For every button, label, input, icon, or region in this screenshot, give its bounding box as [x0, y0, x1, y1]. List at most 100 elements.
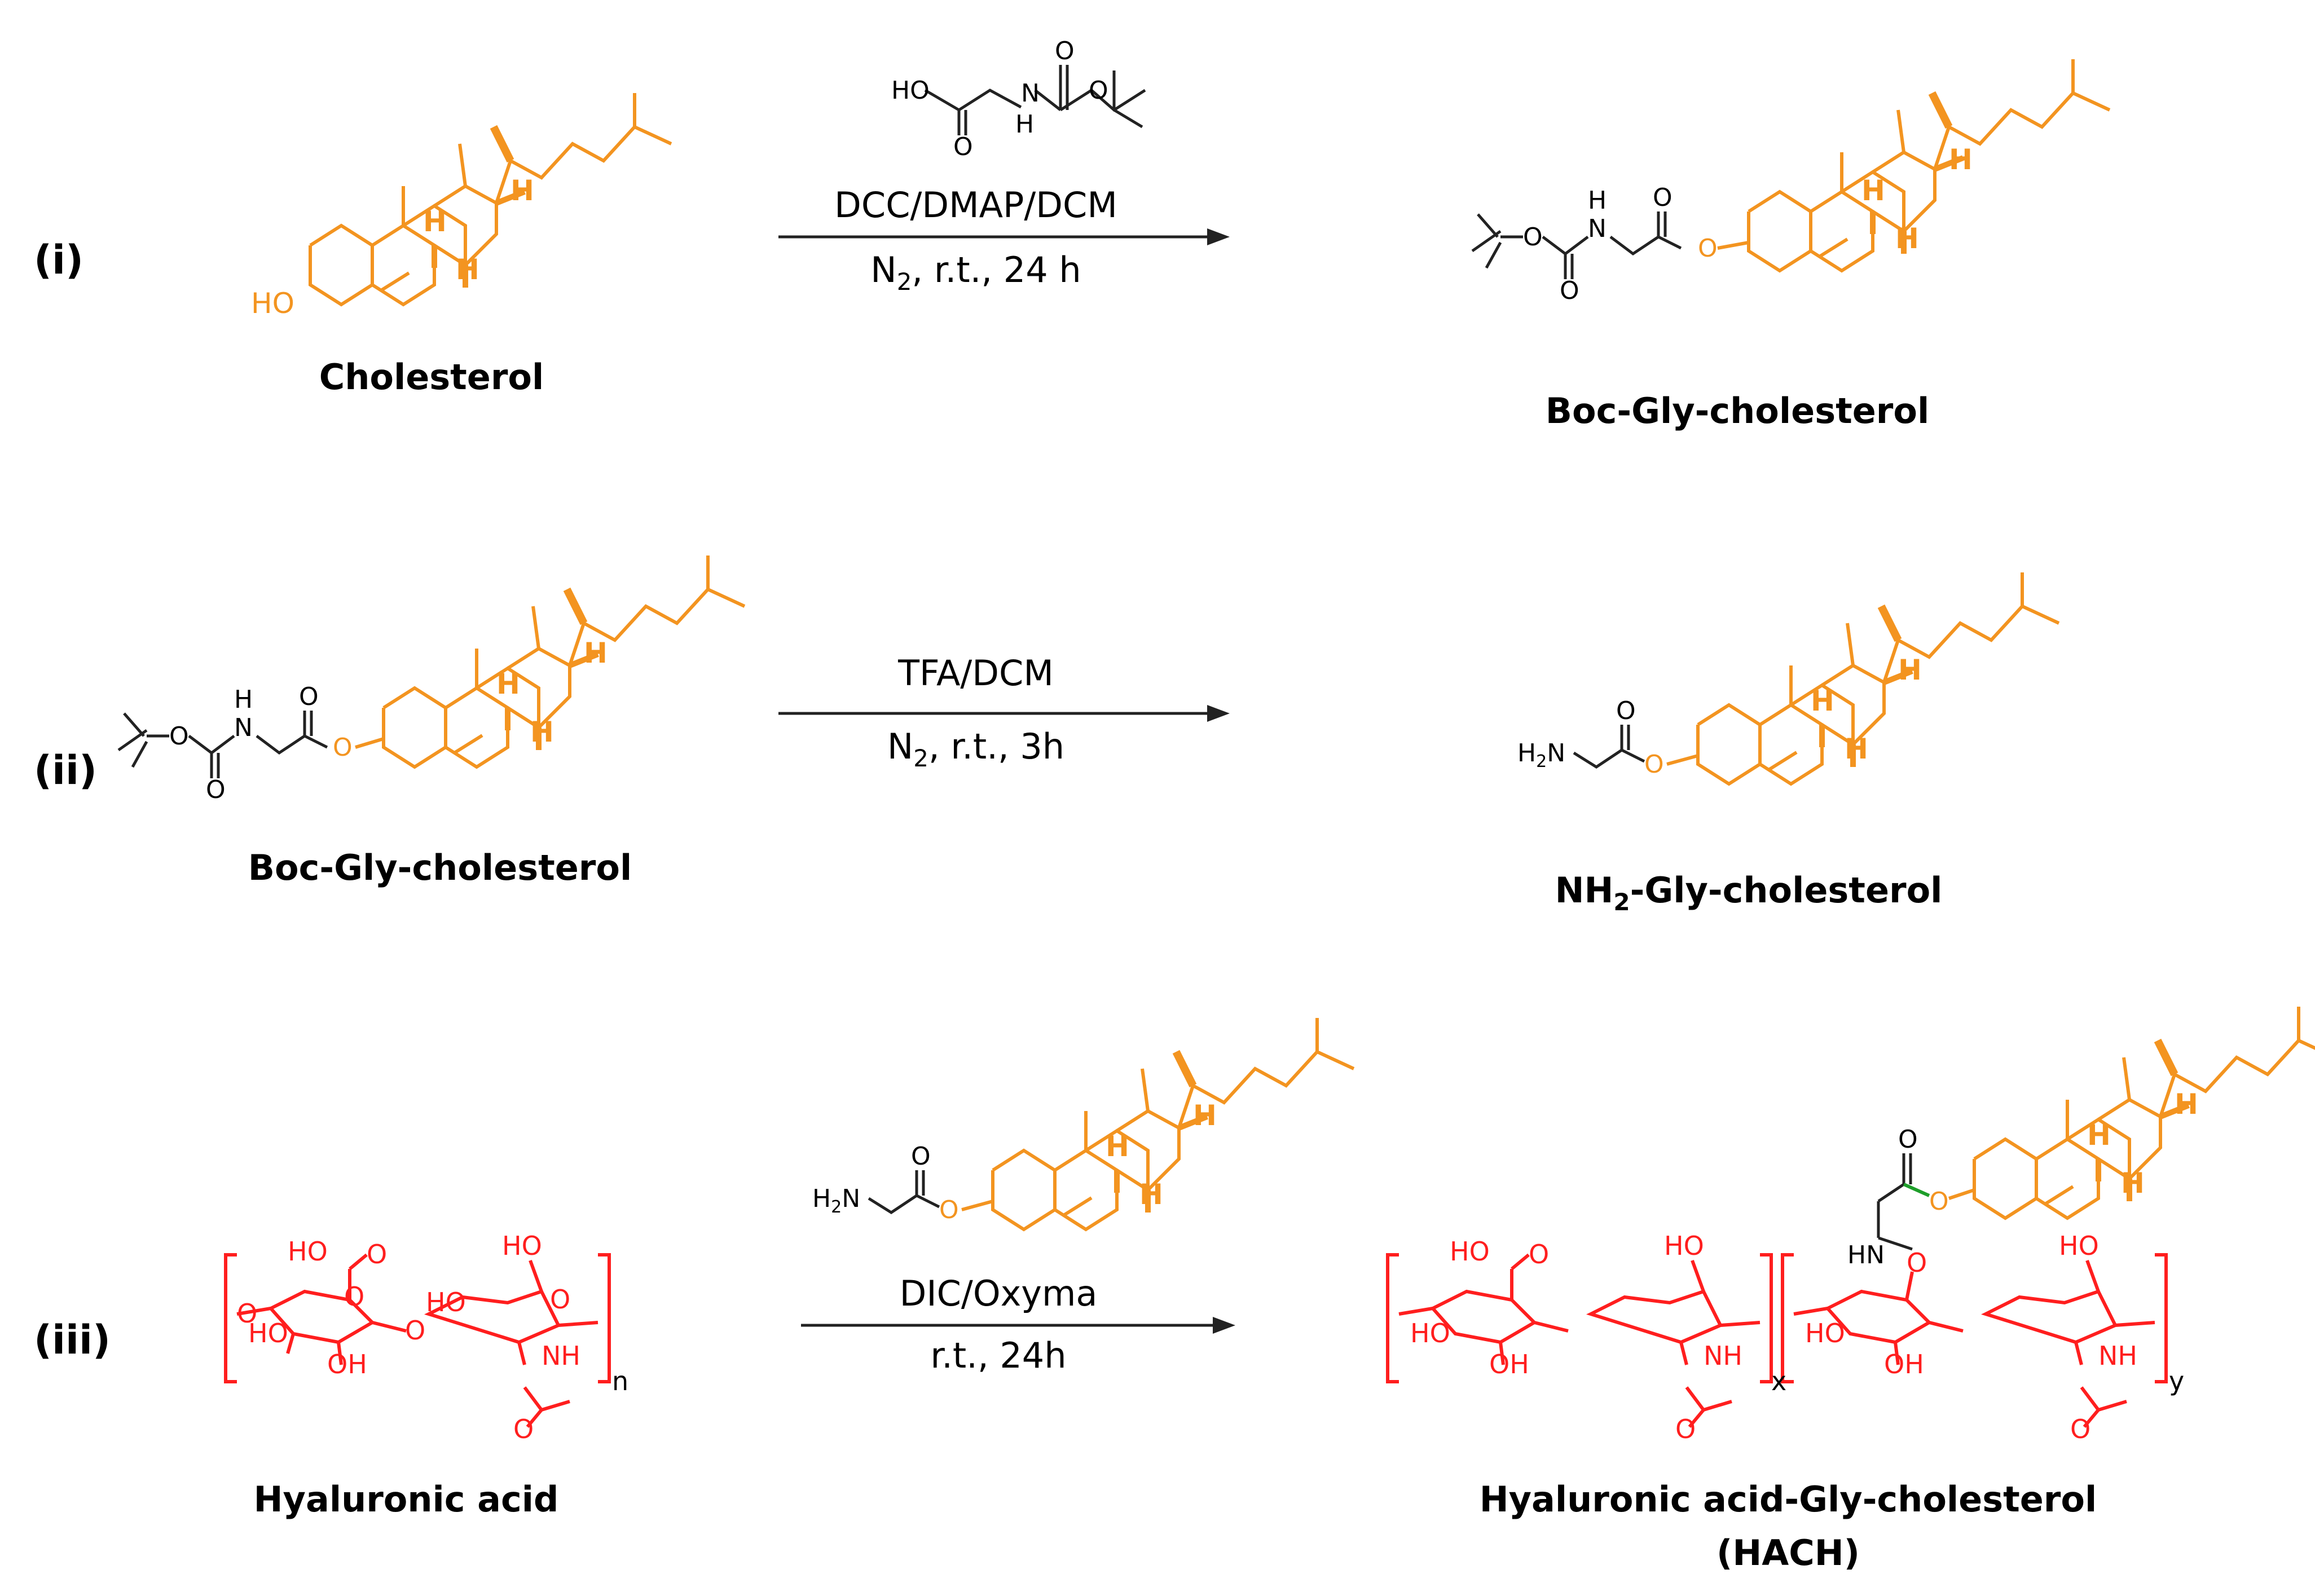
step-label-iii: (iii)	[34, 1317, 111, 1363]
atom-ho: HO	[248, 1318, 288, 1348]
atom-o: O	[1929, 1187, 1949, 1216]
atom-h: H	[510, 174, 534, 207]
boc-glycine-reagent	[924, 65, 1146, 135]
cholesterol-moiety-iii-reagent	[993, 1018, 1354, 1229]
cholesterol-moiety-ii-reactant	[384, 555, 745, 767]
ester-bond	[1717, 241, 1749, 250]
atom-o: O	[169, 722, 189, 751]
atom-h: H	[1949, 143, 1973, 176]
arrowhead-ii	[1207, 705, 1230, 722]
reagent-ii-line1: TFA/DCM	[897, 652, 1054, 694]
atom-o: O	[1675, 1414, 1696, 1444]
product-name-iii-line1: Hyaluronic acid-Gly-cholesterol	[1480, 1479, 2097, 1520]
nh2-gly-cholesterol-product	[1573, 725, 1645, 769]
atom-n: N	[234, 713, 253, 742]
atom-o: O	[953, 133, 973, 161]
atom-nh: NH	[1704, 1341, 1742, 1371]
atom-h: H	[530, 716, 554, 748]
atom-h: H	[1193, 1099, 1217, 1132]
reagent-ii-line2: N2, r.t., 3h	[887, 726, 1064, 772]
atom-o: O	[1089, 76, 1108, 105]
text-post: -Gly-cholesterol	[1630, 870, 1943, 911]
reagent-i-line2: N2, r.t., 24 h	[870, 249, 1081, 296]
atom-h: H	[1106, 1130, 1129, 1163]
atom-o: O	[1907, 1247, 1927, 1278]
atom-o: O	[1523, 223, 1543, 252]
atom-ho: HO	[1664, 1231, 1704, 1261]
atom-o: O	[405, 1315, 425, 1346]
linker-accent	[1903, 1183, 1930, 1197]
atom-o: O	[1529, 1239, 1549, 1269]
cholesterol-structure	[310, 93, 671, 305]
atom-h2n: H2N	[1517, 739, 1565, 771]
cholesterol-moiety-iii-product	[1974, 1007, 2315, 1218]
atom-h: H	[1895, 222, 1919, 255]
text-post: N	[1547, 739, 1565, 768]
atom-ho: HO	[891, 76, 930, 105]
atom-o: O	[1898, 1125, 1918, 1154]
atom-o: O	[939, 1196, 959, 1224]
cholesterol-moiety-i	[1749, 59, 2110, 271]
atom-hn: HN	[1847, 1241, 1885, 1269]
atom-h: H	[2121, 1167, 2145, 1200]
repeat-n: n	[612, 1366, 628, 1396]
atom-ho: HO	[1805, 1318, 1845, 1348]
product-name-ii: NH2-Gly-cholesterol	[1555, 870, 1943, 916]
atom-o: O	[367, 1239, 387, 1269]
reagent-iii-line1: DIC/Oxyma	[900, 1273, 1098, 1314]
atom-oh: OH	[1489, 1349, 1529, 1379]
atom-o: O	[2070, 1414, 2090, 1444]
atom-o: O	[1653, 183, 1673, 212]
cholesterol-moiety-ii	[1698, 572, 2059, 784]
atom-h: H	[234, 685, 253, 714]
nh2-gly-cholesterol-reagent	[868, 1170, 940, 1214]
atom-h: H	[2175, 1088, 2198, 1121]
hyaluronic-acid-structure	[224, 1253, 611, 1428]
text-sub: 2	[897, 268, 912, 296]
arrowhead-iii	[1213, 1317, 1235, 1334]
reactant-name-i: Cholesterol	[319, 356, 544, 398]
product-name-i: Boc-Gly-cholesterol	[1546, 390, 1929, 431]
text-pre: H	[1517, 739, 1536, 768]
ester-bond	[355, 737, 384, 749]
ester-bond	[1666, 754, 1698, 766]
reactant-name-ii: Boc-Gly-cholesterol	[248, 847, 632, 888]
arrowhead-i	[1207, 228, 1230, 245]
text-post: , r.t., 3h	[928, 726, 1064, 767]
atom-h: H	[496, 668, 520, 700]
boc-gly-cholesterol-reactant	[117, 711, 328, 778]
atom-ho: HO	[288, 1236, 328, 1267]
text-post: , r.t., 24 h	[912, 249, 1081, 290]
atom-n: N	[1021, 79, 1040, 108]
atom-ho: HO	[1410, 1318, 1450, 1348]
atom-o: O	[1644, 750, 1664, 779]
atom-ho: HO	[426, 1287, 466, 1317]
atom-ho: HO	[1450, 1236, 1490, 1267]
atom-oh: OH	[1884, 1349, 1924, 1379]
atom-h: H	[1811, 685, 1834, 717]
atom-o: O	[299, 682, 319, 711]
atom-o: O	[1055, 37, 1075, 65]
ester-bond	[961, 1200, 993, 1211]
repeat-x: x	[1771, 1366, 1786, 1396]
atom-ho: HO	[502, 1231, 542, 1261]
atom-nh: NH	[2098, 1341, 2137, 1371]
atom-ho: HO	[251, 287, 294, 320]
atom-o: O	[911, 1142, 931, 1171]
text-pre: N	[870, 249, 896, 290]
atom-oh: OH	[327, 1349, 367, 1379]
ester-bond	[1948, 1188, 1975, 1200]
atom-ho: HO	[2059, 1231, 2099, 1261]
text-sub: 2	[831, 1197, 842, 1217]
step-label-ii: (ii)	[34, 747, 97, 793]
atom-o: O	[206, 775, 226, 804]
atom-o: O	[1698, 234, 1718, 263]
atom-h: H	[423, 205, 447, 238]
atom-h: H	[456, 253, 479, 286]
atom-o: O	[333, 733, 353, 762]
step-label-i: (i)	[34, 237, 83, 283]
atom-h: H	[1845, 733, 1868, 765]
atom-h: H	[1015, 110, 1034, 139]
text-pre: NH	[1555, 870, 1614, 911]
